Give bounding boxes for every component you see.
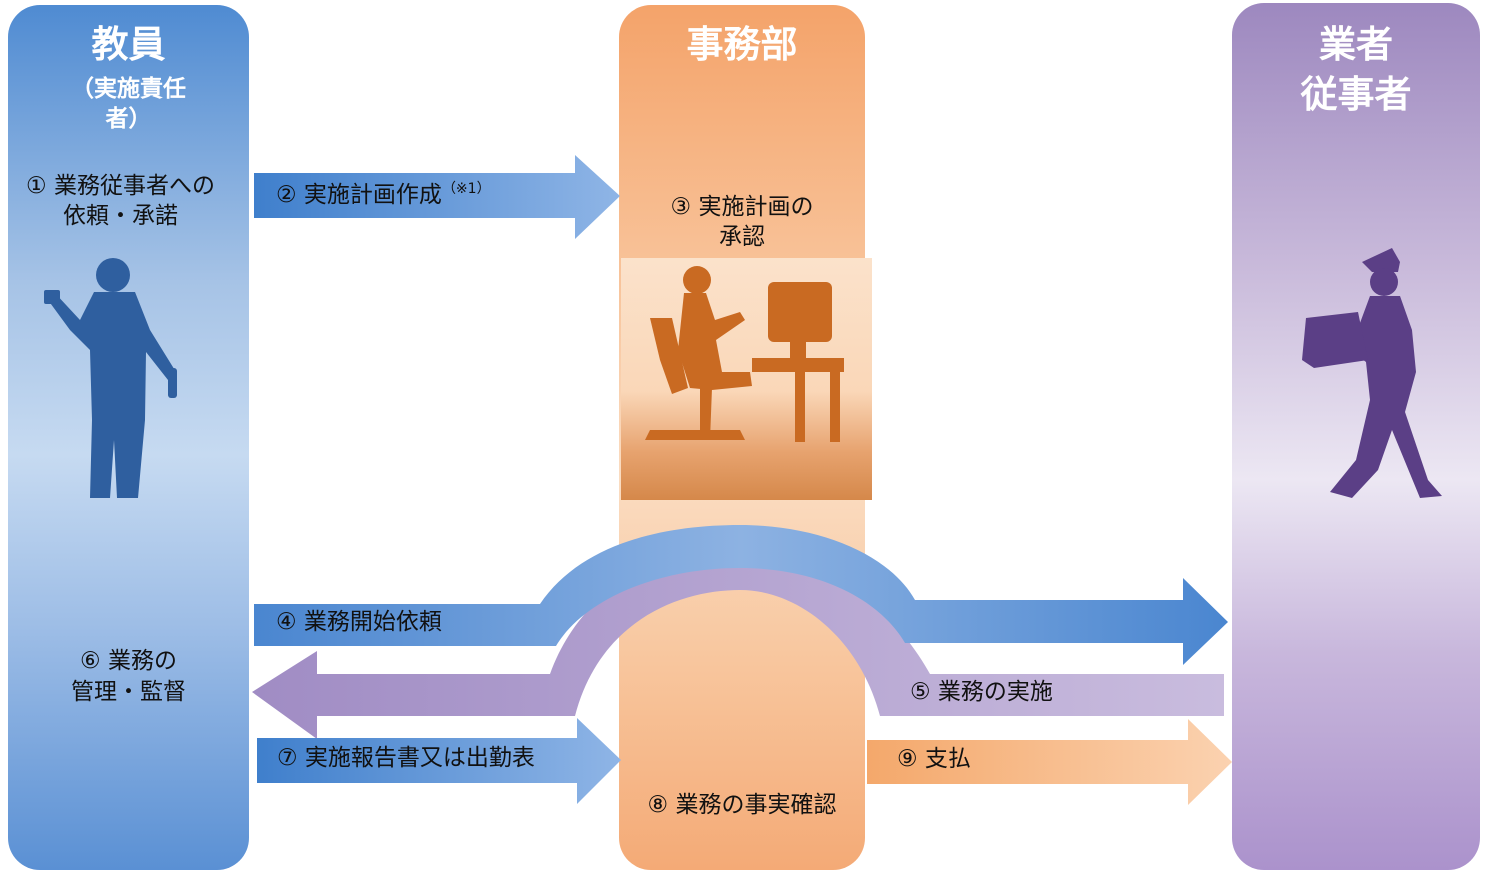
office-worker-at-computer-icon — [645, 266, 844, 442]
step2-label: ② 実施計画作成（※1） — [276, 180, 491, 210]
arrow-step4 — [254, 525, 1228, 665]
teacher-column-title: 教員 — [91, 23, 166, 66]
step9-label: ⑨ 支払 — [897, 746, 971, 772]
delivery-worker-silhouette-icon — [1302, 248, 1442, 498]
vendor-column-title-line1: 業者 — [1319, 23, 1393, 66]
step1-label-line1: ① 業務従事者への — [26, 173, 215, 199]
step5-label: ⑤ 業務の実施 — [910, 679, 1053, 705]
arrow-step5 — [252, 545, 1224, 739]
step4-label: ④ 業務開始依頼 — [276, 609, 442, 635]
step8-label: ⑧ 業務の事実確認 — [647, 792, 837, 818]
office-column-title: 事務部 — [686, 23, 798, 66]
vendor-column-title-line2: 従事者 — [1300, 73, 1412, 116]
step2-note: （※1） — [441, 181, 491, 197]
arrow-step9 — [867, 719, 1232, 805]
step6-label-line2: 管理・監督 — [71, 679, 186, 705]
arrow-step7 — [257, 718, 621, 804]
step1-label-line2: 依頼・承諾 — [63, 203, 178, 229]
teacher-column-subtitle-line2: 者） — [105, 106, 152, 132]
step2-text: ② 実施計画作成 — [276, 182, 442, 208]
teacher-column-subtitle-line1: （実施責任 — [71, 76, 186, 102]
step3-label-line2: 承認 — [719, 224, 765, 250]
step7-label: ⑦ 実施報告書又は出勤表 — [277, 745, 535, 771]
vendor-column — [1232, 3, 1480, 870]
arrow-step2 — [254, 155, 620, 239]
teacher-silhouette-icon — [44, 258, 177, 498]
step6-label-line1: ⑥ 業務の — [80, 648, 177, 674]
step3-label-line1: ③ 実施計画の — [670, 194, 814, 220]
